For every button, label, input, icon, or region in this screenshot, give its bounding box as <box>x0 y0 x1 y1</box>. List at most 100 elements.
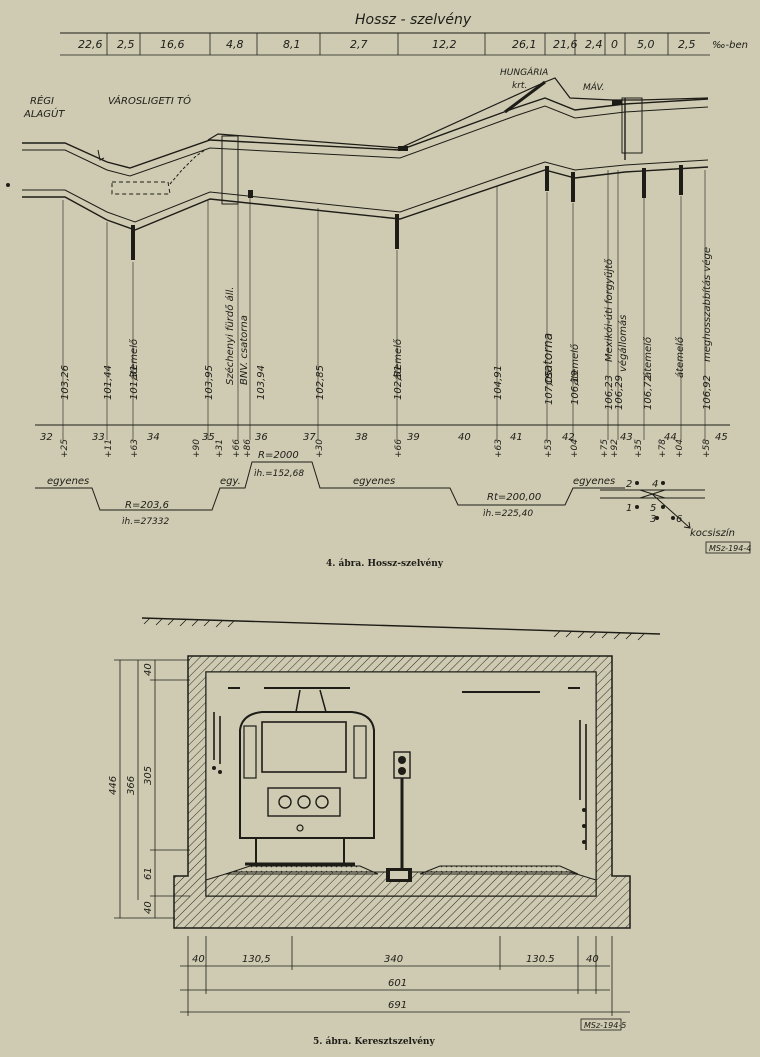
gradient-7: 12,2 <box>432 38 457 51</box>
gradient-3: 16,6 <box>160 38 185 51</box>
gradient-8: 26,1 <box>512 38 537 51</box>
km-44: 44 <box>664 432 677 443</box>
dim-366: 366 <box>126 776 137 795</box>
figure-4-caption: 4. ábra. Hossz-szelvény <box>326 558 444 569</box>
stamp-box-1 <box>705 541 751 554</box>
dim-601: 601 <box>388 978 407 989</box>
label-mav: MÁV. <box>583 81 604 93</box>
switch-5: 5 <box>650 503 656 514</box>
gradient-13: 2,5 <box>678 38 696 51</box>
gradient-9: 21,6 <box>553 38 578 51</box>
gradient-5: 8,1 <box>283 38 301 51</box>
elev-7: 102,51 <box>393 365 404 400</box>
gradient-4: 4,8 <box>226 38 244 51</box>
curve-r3-len: ìh.=225,40 <box>483 508 533 519</box>
km-40: 40 <box>458 432 471 443</box>
switch-2: 2 <box>626 479 632 490</box>
tunnel-roof-inner <box>22 105 709 177</box>
station-lines <box>62 170 706 440</box>
elev-1: 103,26 <box>60 365 71 400</box>
ground-surface <box>141 617 661 635</box>
dim-691: 691 <box>388 1000 407 1011</box>
gradient-6: 2,7 <box>350 38 368 51</box>
pump-shaft-4 <box>642 168 646 198</box>
dim-bottom-40-right: 40 <box>586 954 599 965</box>
elev-2: 101,44 <box>103 365 114 400</box>
km-34: 34 <box>147 432 160 443</box>
old-structure <box>111 181 171 195</box>
elev-14: 106,92 <box>702 375 713 410</box>
plus-8: +30 <box>315 439 325 458</box>
struct-atemelo-5: átemelő <box>674 336 686 378</box>
elev-6: 102,85 <box>315 365 326 400</box>
tunnel-floor-inner <box>22 159 709 223</box>
label-kocsiszin: kocsiszín <box>690 527 735 539</box>
plus-2: +11 <box>104 439 114 458</box>
gradient-12: 5,0 <box>637 38 655 51</box>
plus-14: +92 <box>610 439 620 458</box>
stamp-box-2 <box>580 1018 622 1031</box>
elev-3: 101,31 <box>129 365 140 400</box>
wall-cables <box>213 712 587 850</box>
stamp-1: MSz-194-4 <box>709 544 751 553</box>
curvature-band <box>35 461 625 511</box>
pump-shaft-5 <box>679 165 683 195</box>
elev-11: 106,23 <box>604 375 615 410</box>
plus-6: +66 <box>232 439 242 458</box>
km-33: 33 <box>92 432 105 443</box>
pump-shaft-1 <box>131 225 135 260</box>
ballast-right <box>419 865 579 875</box>
dim-bottom-130-5-right: 130.5 <box>526 954 555 965</box>
km-32: 32 <box>40 432 53 443</box>
depot-switch-diagram <box>600 489 705 529</box>
dim-40-bottom: 40 <box>143 901 154 914</box>
gradient-unit: ‰-ben <box>712 40 748 51</box>
szechenyi-shaft <box>221 135 239 205</box>
curve-r2: R=2000 <box>258 450 299 461</box>
elev-4: 103,95 <box>204 365 215 400</box>
gradient-11: 0 <box>611 38 618 51</box>
tram-car <box>239 711 375 866</box>
km-37: 37 <box>303 432 316 443</box>
plus-17: +04 <box>675 439 685 458</box>
curve-egyenes-3: egyenes <box>573 476 615 487</box>
tunnel-roof-outer <box>22 97 709 169</box>
signal <box>393 751 411 868</box>
terminus-box <box>621 97 643 154</box>
km-43: 43 <box>620 432 633 443</box>
plus-4: +90 <box>192 439 202 458</box>
elev-13: 106,72 <box>643 375 654 410</box>
elev-5: 103,94 <box>256 365 267 400</box>
curve-egy: egy. <box>220 476 241 487</box>
switch-1: 1 <box>626 503 632 514</box>
elev-12: 106,29 <box>614 375 625 410</box>
bottom-dimensions <box>180 936 630 1016</box>
km-36: 36 <box>255 432 268 443</box>
struct-szechenyi: Széchenyi fürdő áll. <box>224 287 236 385</box>
plus-13: +75 <box>600 439 610 458</box>
plus-1: +25 <box>60 439 70 458</box>
curve-r3: Rt=200,00 <box>487 492 541 503</box>
elev-8: 104,91 <box>493 365 504 400</box>
pump-shaft-3 <box>571 172 575 202</box>
struct-atemelo-1: átemelő <box>128 338 140 380</box>
gradient-1: 22,6 <box>78 38 103 51</box>
km-42: 42 <box>562 432 575 443</box>
struct-atemelo-2: átemelő <box>392 338 404 380</box>
label-hungaria: HUNGÁRIA <box>500 66 548 78</box>
plus-15: +35 <box>634 439 644 458</box>
profile-title: Hossz - szelvény <box>355 12 472 28</box>
plus-9: +66 <box>394 439 404 458</box>
km-45: 45 <box>715 432 728 443</box>
label-krt: krt. <box>512 81 527 91</box>
dim-61: 61 <box>143 867 154 880</box>
label-alagut: ALAGÚT <box>23 107 65 120</box>
km-41: 41 <box>510 432 523 443</box>
curve-r1-len: ìh.=27332 <box>122 516 170 527</box>
km-39: 39 <box>407 432 420 443</box>
dim-bottom-340: 340 <box>384 954 403 965</box>
plus-10: +63 <box>494 439 504 458</box>
stamp-2: MSz-194-5 <box>584 1021 626 1030</box>
plus-3: +63 <box>130 439 140 458</box>
